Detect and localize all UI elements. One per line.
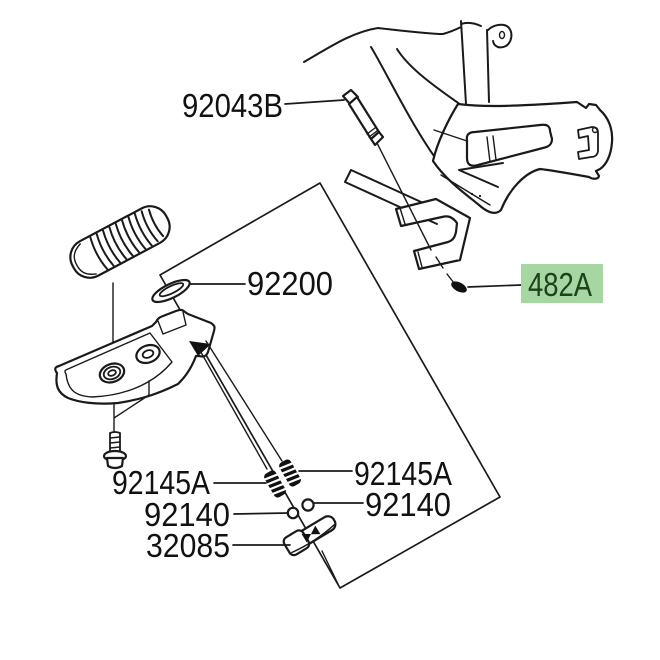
cotter-pin-482a — [451, 281, 467, 293]
pin-tip — [369, 130, 385, 147]
spring-left-part — [263, 470, 287, 498]
part-label-482a[interactable]: 482A — [528, 266, 592, 303]
boss-hole — [107, 369, 117, 377]
mount-bolt-part — [102, 431, 128, 470]
rubber-pad-ribs — [89, 208, 165, 271]
frame-hook-hole — [498, 30, 506, 40]
frame-hook-tab — [487, 23, 513, 49]
mount-bracket-outline — [431, 100, 614, 214]
joint-pin-92043b-part — [341, 88, 385, 147]
mount-bracket-slot — [465, 123, 554, 167]
pin-groove-lines — [366, 127, 378, 138]
stopper-axis-stub — [321, 550, 339, 585]
footpeg-front-boss — [98, 362, 126, 384]
cast-dot — [470, 192, 474, 196]
part-label-92043b[interactable]: 92043B — [182, 87, 283, 124]
clevis-tip-cap-lines — [399, 207, 423, 268]
footpeg-base-part — [54, 308, 216, 405]
strut-top-curve — [460, 21, 482, 27]
small-washer-right-part — [301, 498, 315, 512]
panel-outline — [159, 182, 501, 589]
washer-hole — [158, 282, 185, 298]
part-label-92145a-right[interactable]: 92145A — [354, 455, 452, 492]
clevis-yoke-part — [394, 197, 472, 271]
stopper-cross-mark — [301, 525, 321, 543]
small-washer-left-part — [286, 506, 300, 520]
mount-bracket-part — [431, 100, 614, 214]
leader-92140-left — [233, 512, 289, 515]
bolt-head — [105, 456, 125, 470]
pivot-rod-lines — [197, 340, 283, 470]
stopper-32085-part — [282, 515, 337, 557]
highlight-box-482a — [521, 264, 603, 303]
bolt-thread-lines — [109, 436, 121, 449]
pin-axis-line — [376, 142, 432, 251]
frame-tube-left-line — [370, 46, 435, 157]
stopper-edge-line — [291, 523, 336, 554]
cast-dot — [478, 194, 482, 198]
bolt-leader-lines — [113, 380, 150, 433]
frame-lines — [303, 20, 513, 157]
leader-lines — [190, 99, 522, 546]
footpeg-pivot-shadow — [189, 341, 211, 356]
bracket-bottom-contour — [440, 174, 491, 206]
footpeg-tray-inner-line — [64, 332, 173, 398]
frame-tube-right-line — [396, 48, 462, 106]
footpeg-rear-boss — [135, 343, 161, 365]
boss-hole — [141, 349, 155, 359]
footpeg-base-outline — [54, 308, 216, 405]
part-label-92140-right[interactable]: 92140 — [365, 486, 451, 523]
clevis-outline — [394, 197, 472, 271]
spring-coil-gaps — [263, 473, 287, 496]
strut-right-line — [486, 29, 490, 103]
pin-axis-dashes — [435, 256, 455, 284]
fender-curve — [303, 26, 462, 63]
bracket-chevron-line — [458, 162, 504, 188]
part-label-92145a-left[interactable]: 92145A — [112, 464, 210, 501]
spring-right-part — [278, 459, 302, 487]
part-label-92140-left[interactable]: 92140 — [144, 496, 230, 533]
bracket-end-hole — [591, 126, 599, 134]
washer-92200-part — [151, 278, 191, 304]
rubber-pad-body — [69, 205, 171, 279]
part-label-32085[interactable]: 32085 — [146, 527, 230, 564]
leader-482a — [467, 284, 522, 288]
rubber-pad-nose-contour — [73, 243, 97, 275]
footpeg-rubber-part — [69, 205, 171, 279]
leader-92043b — [284, 99, 345, 105]
strut-left-line — [460, 20, 467, 105]
footpeg-lug-lines — [157, 311, 187, 335]
slot-inner-tab-lines — [486, 135, 497, 163]
part-label-92200[interactable]: 92200 — [247, 265, 333, 302]
spring-coil-gaps — [278, 462, 302, 485]
bracket-ridge-line — [433, 129, 468, 142]
